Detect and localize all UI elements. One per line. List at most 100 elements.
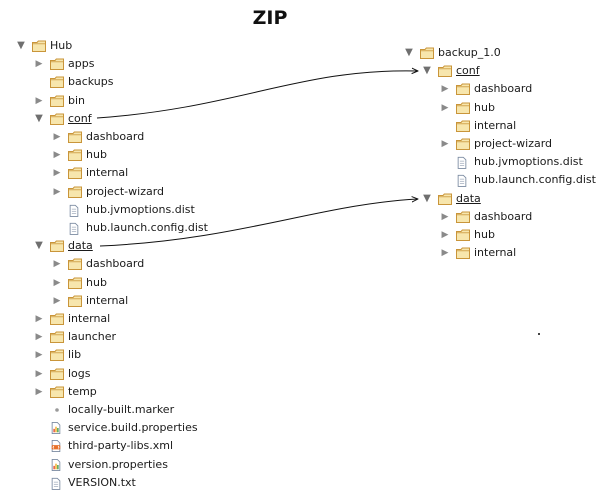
properties-file-icon <box>51 458 61 471</box>
folder-icon <box>438 65 452 78</box>
left-tree-item-label: internal <box>86 293 129 307</box>
caret-collapsed-icon[interactable]: ▶ <box>441 84 449 95</box>
folder-icon <box>50 58 64 71</box>
left-tree-item-label: service.build.properties <box>68 421 198 435</box>
properties-file-icon <box>51 422 61 435</box>
folder-icon <box>68 277 82 289</box>
caret-collapsed-icon[interactable]: ▶ <box>35 332 43 343</box>
folder-icon <box>50 240 64 253</box>
right-tree-item-label: conf <box>456 64 480 78</box>
file-icon <box>69 204 79 217</box>
folder-icon <box>50 313 64 325</box>
caret-expanded-icon[interactable]: ▼ <box>423 192 431 204</box>
folder-icon <box>32 40 46 52</box>
left-tree-item-label: third-party-libs.xml <box>68 439 174 453</box>
file-icon <box>51 477 61 490</box>
left-tree-item-label: Hub <box>50 39 73 52</box>
caret-expanded-icon[interactable]: ▼ <box>35 112 43 124</box>
arrow-data-to-backup-data <box>99 199 418 247</box>
right-tree-item-label: data <box>456 191 481 205</box>
right-tree-item-label: internal <box>474 118 517 132</box>
left-tree-item-label: lib <box>68 348 82 362</box>
left-tree-item-label: version.properties <box>68 457 168 471</box>
left-tree-item-label: backups <box>68 75 114 89</box>
left-tree-item-label: bin <box>68 93 86 107</box>
left-tree-item-label: hub <box>86 148 107 162</box>
caret-collapsed-icon[interactable]: ▶ <box>441 139 449 149</box>
left-tree-item-label: conf <box>68 111 92 125</box>
folder-icon <box>420 47 434 59</box>
folder-icon <box>68 258 82 271</box>
caret-collapsed-icon[interactable]: ▶ <box>35 95 43 106</box>
folder-icon <box>68 149 82 162</box>
caret-collapsed-icon[interactable]: ▶ <box>35 350 43 361</box>
caret-expanded-icon[interactable]: ▼ <box>35 240 43 252</box>
folder-icon <box>50 331 64 344</box>
folder-icon <box>456 138 470 150</box>
folder-icon <box>50 368 64 380</box>
caret-collapsed-icon[interactable]: ▶ <box>35 314 43 324</box>
caret-collapsed-icon[interactable]: ▶ <box>53 277 61 288</box>
left-tree-item-label: hub.launch.config.dist <box>86 221 208 234</box>
caret-collapsed-icon[interactable]: ▶ <box>53 150 61 161</box>
caret-collapsed-icon[interactable]: ▶ <box>441 102 449 113</box>
file-icon <box>457 175 467 188</box>
diagram-title: ZIP <box>252 7 288 29</box>
right-tree-item-label: dashboard <box>474 209 533 223</box>
folder-icon <box>68 131 82 143</box>
arrow-conf-to-backup-conf <box>96 71 418 119</box>
marker-file-icon <box>55 408 59 412</box>
caret-collapsed-icon[interactable]: ▶ <box>35 368 43 379</box>
right-tree-item-label: hub.launch.config.dist <box>474 173 596 187</box>
folder-icon <box>50 76 64 89</box>
caret-collapsed-icon[interactable]: ▶ <box>53 295 61 306</box>
folder-icon <box>456 247 470 260</box>
caret-expanded-icon[interactable]: ▼ <box>423 65 431 77</box>
folder-icon <box>50 95 64 107</box>
left-tree-item-label: launcher <box>68 330 117 344</box>
stray-dot <box>538 333 540 335</box>
folder-icon <box>50 113 64 125</box>
left-tree-item-label: dashboard <box>86 257 145 271</box>
right-tree-item-label: internal <box>474 246 517 260</box>
folder-icon <box>50 386 64 398</box>
folder-icon <box>456 229 470 241</box>
folder-icon <box>68 295 82 307</box>
caret-collapsed-icon[interactable]: ▶ <box>53 259 61 270</box>
left-tree-item-label: internal <box>86 166 129 180</box>
folder-icon <box>456 83 470 96</box>
right-tree-item-label: hub <box>474 228 495 241</box>
caret-expanded-icon[interactable]: ▼ <box>17 40 25 51</box>
left-tree-item-label: temp <box>68 384 97 398</box>
folder-icon <box>456 102 470 114</box>
left-tree-item-label: dashboard <box>86 130 145 143</box>
folder-icon <box>456 211 470 223</box>
caret-collapsed-icon[interactable]: ▶ <box>53 186 61 197</box>
left-tree-item-label: project-wizard <box>86 184 165 198</box>
left-tree-item-label: apps <box>68 57 95 71</box>
left-tree-item-label: locally-built.marker <box>68 403 175 416</box>
caret-collapsed-icon[interactable]: ▶ <box>441 248 449 259</box>
caret-collapsed-icon[interactable]: ▶ <box>441 230 449 240</box>
xml-file-icon <box>51 440 61 453</box>
right-tree-item-label: hub <box>474 100 495 114</box>
caret-collapsed-icon[interactable]: ▶ <box>35 59 43 70</box>
caret-collapsed-icon[interactable]: ▶ <box>441 211 449 222</box>
left-tree-item-label: data <box>68 239 93 253</box>
caret-collapsed-icon[interactable]: ▶ <box>53 132 61 142</box>
caret-collapsed-icon[interactable]: ▶ <box>53 168 61 179</box>
right-tree-item-label: backup_1.0 <box>438 46 501 59</box>
folder-icon <box>50 349 64 362</box>
left-tree-item-label: hub <box>86 275 107 289</box>
folder-icon <box>68 186 82 198</box>
right-tree-item-label: dashboard <box>474 82 533 96</box>
left-tree-item-label: VERSION.txt <box>68 475 136 489</box>
right-tree-item-label: hub.jvmoptions.dist <box>474 155 583 169</box>
folder-icon <box>456 120 470 132</box>
left-tree-item-label: logs <box>68 366 91 380</box>
caret-collapsed-icon[interactable]: ▶ <box>35 386 43 397</box>
caret-expanded-icon[interactable]: ▼ <box>405 47 413 58</box>
left-tree-item-label: hub.jvmoptions.dist <box>86 202 195 216</box>
file-icon <box>457 157 467 170</box>
